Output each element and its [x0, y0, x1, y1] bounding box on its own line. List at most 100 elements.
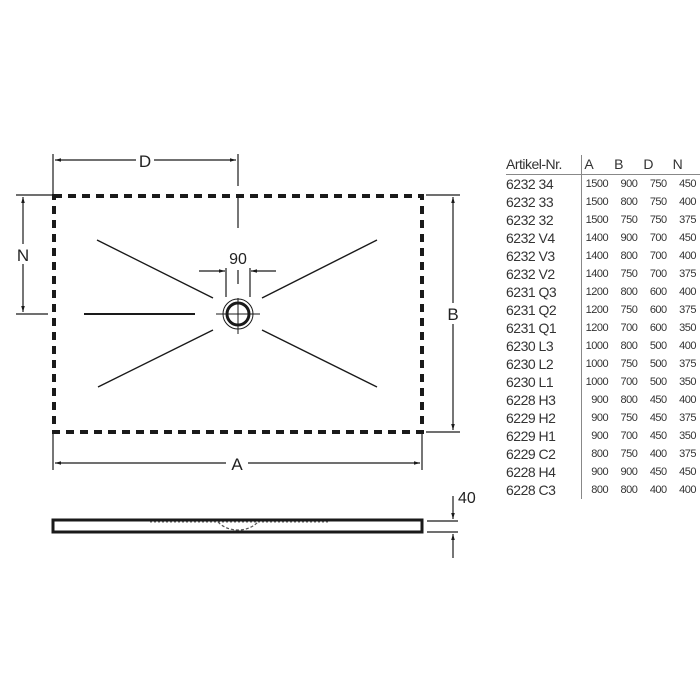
cell-n: 375	[679, 304, 696, 316]
header-a: A	[581, 155, 613, 175]
slope-grooves	[84, 239, 378, 388]
cell-artikel-nr: 6231 Q2	[506, 302, 557, 318]
cell-n: 400	[679, 394, 696, 406]
cell-d: 700	[649, 232, 667, 244]
cell-d: 500	[649, 340, 667, 352]
cell-b: 700	[620, 322, 638, 334]
cell-d: 600	[649, 304, 667, 316]
label-b: B	[447, 305, 458, 324]
label-n: N	[17, 246, 29, 265]
cell-b: 750	[620, 214, 638, 226]
cell-n: 375	[679, 268, 696, 280]
cell-d: 400	[649, 484, 667, 496]
cell-n: 375	[679, 448, 696, 460]
cell-a: 900	[581, 427, 613, 445]
cell-d: 450	[649, 412, 667, 424]
tray-section-view	[51, 518, 424, 534]
cell-b: 750	[620, 304, 638, 316]
cell-d: 500	[649, 358, 667, 370]
cell-a: 900	[581, 463, 613, 481]
table-row: 6230 L1 1000 700 500 350	[506, 373, 700, 391]
table-row: 6229 C2 800 750 400 375	[506, 445, 700, 463]
cell-a: 1200	[581, 283, 613, 301]
dimension-d: D	[52, 152, 239, 196]
cell-a: 1000	[581, 355, 613, 373]
cell-b: 800	[620, 286, 638, 298]
dimension-thickness: 40	[427, 490, 476, 558]
cell-n: 400	[679, 250, 696, 262]
cell-d: 450	[649, 394, 667, 406]
dimension-b: B	[426, 194, 460, 433]
cell-b: 900	[620, 466, 638, 478]
header-d: D	[641, 155, 671, 175]
cell-n: 450	[679, 232, 696, 244]
cell-a: 1200	[581, 319, 613, 337]
dimensions-table: Artikel-Nr. A B D N 6232 34 1500 900 750 450…	[506, 155, 700, 499]
cell-n: 400	[679, 286, 696, 298]
cell-artikel-nr: 6228 H3	[506, 392, 556, 408]
cell-b: 750	[620, 268, 638, 280]
cell-artikel-nr: 6232 33	[506, 194, 554, 210]
cell-b: 800	[620, 484, 638, 496]
cell-d: 450	[649, 430, 667, 442]
cell-b: 900	[620, 178, 638, 190]
cell-artikel-nr: 6228 C3	[506, 482, 556, 498]
cell-n: 375	[679, 358, 696, 370]
dimension-a: A	[52, 434, 423, 474]
cell-artikel-nr: 6232 32	[506, 212, 554, 228]
cell-artikel-nr: 6230 L3	[506, 338, 554, 354]
label-d: D	[139, 152, 151, 171]
cell-b: 800	[620, 394, 638, 406]
cell-d: 400	[649, 448, 667, 460]
cell-n: 400	[679, 340, 696, 352]
cell-artikel-nr: 6232 V3	[506, 248, 555, 264]
table-row: 6232 32 1500 750 750 375	[506, 211, 700, 229]
dimension-n: N	[16, 194, 52, 315]
cell-artikel-nr: 6230 L1	[506, 374, 554, 390]
cell-d: 750	[649, 214, 667, 226]
cell-a: 1200	[581, 301, 613, 319]
cell-a: 900	[581, 409, 613, 427]
cell-b: 750	[620, 412, 638, 424]
cell-a: 1500	[581, 193, 613, 211]
header-n: N	[670, 155, 700, 175]
cell-artikel-nr: 6229 H2	[506, 410, 556, 426]
cell-artikel-nr: 6228 H4	[506, 464, 556, 480]
cell-a: 800	[581, 481, 613, 499]
table-header-row: Artikel-Nr. A B D N	[506, 155, 700, 175]
cell-a: 1500	[581, 211, 613, 229]
cell-a: 1400	[581, 265, 613, 283]
cell-n: 375	[679, 214, 696, 226]
cell-n: 350	[679, 430, 696, 442]
cell-d: 750	[649, 196, 667, 208]
cell-a: 1000	[581, 337, 613, 355]
cell-d: 750	[649, 178, 667, 190]
cell-a: 1000	[581, 373, 613, 391]
cell-b: 750	[620, 448, 638, 460]
cell-artikel-nr: 6230 L2	[506, 356, 554, 372]
cell-artikel-nr: 6232 V4	[506, 230, 555, 246]
cell-b: 900	[620, 232, 638, 244]
cell-artikel-nr: 6231 Q3	[506, 284, 557, 300]
cell-artikel-nr: 6232 V2	[506, 266, 555, 282]
drain-icon	[216, 298, 260, 334]
cell-n: 450	[679, 178, 696, 190]
cell-b: 700	[620, 430, 638, 442]
dimension-drain: 90	[199, 251, 276, 297]
cell-b: 800	[620, 250, 638, 262]
cell-n: 350	[679, 376, 696, 388]
cell-artikel-nr: 6232 34	[506, 176, 554, 192]
cell-a: 800	[581, 445, 613, 463]
cell-b: 700	[620, 376, 638, 388]
cell-artikel-nr: 6229 C2	[506, 446, 556, 462]
cell-d: 500	[649, 376, 667, 388]
cell-b: 800	[620, 196, 638, 208]
